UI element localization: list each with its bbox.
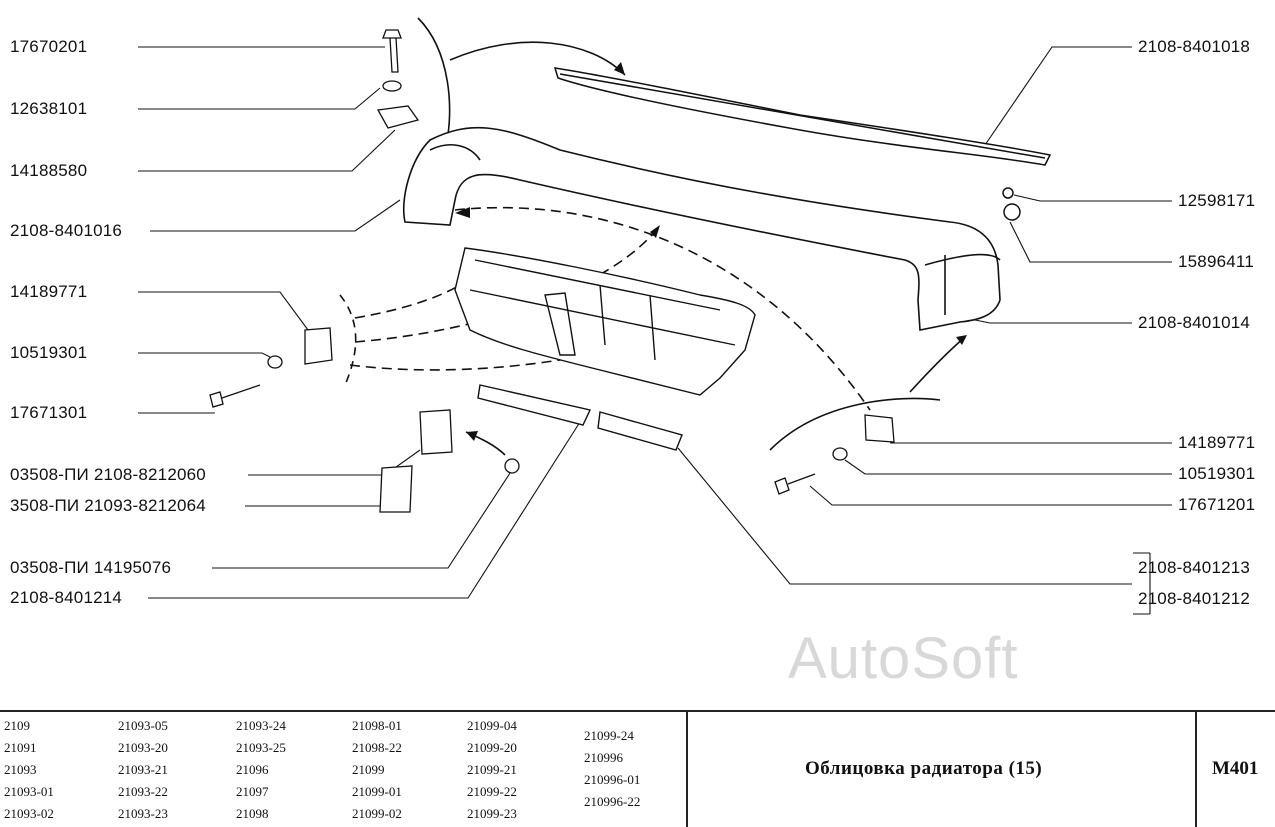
model-item: 21099-02 (352, 806, 402, 821)
model-item: 21099-24 (584, 728, 634, 743)
model-item: 21098-01 (352, 718, 402, 733)
part-label: 12638101 (10, 99, 88, 118)
model-item: 21093-01 (4, 784, 54, 799)
model-item: 210996 (584, 750, 623, 765)
lower-strips (477, 384, 683, 451)
model-item: 210996-01 (584, 772, 641, 787)
model-item: 21097 (236, 784, 269, 799)
model-item: 21099-20 (467, 740, 517, 755)
model-column: 21093-05 21093-20 21093-21 21093-22 2109… (118, 715, 168, 825)
inner-grille (454, 247, 756, 396)
model-item: 21099-22 (467, 784, 517, 799)
part-label: 10519301 (10, 343, 88, 362)
part-label: 2108-8401018 (1138, 37, 1251, 56)
grille-shell (402, 126, 1001, 331)
dashed-arcs (339, 17, 966, 456)
model-item: 21098-22 (352, 740, 402, 755)
model-column: 21099-04 21099-20 21099-21 21099-22 2109… (467, 715, 517, 825)
part-label: 2108-8401214 (10, 588, 123, 607)
model-item: 21093-22 (118, 784, 168, 799)
model-item: 21093-02 (4, 806, 54, 821)
model-item: 21099-23 (467, 806, 517, 821)
model-item: 21093-23 (118, 806, 168, 821)
left-leader-lines (138, 46, 581, 599)
page-title: Облицовка радиатора (15) (805, 758, 1043, 779)
model-item: 21093-24 (236, 718, 286, 733)
right-fasteners (774, 414, 895, 495)
model-item: 21099 (352, 762, 385, 777)
part-label: 03508-ПИ 2108-8212060 (10, 465, 206, 484)
part-label: 17670201 (10, 37, 88, 56)
model-item: 21093-21 (118, 762, 168, 777)
divider (686, 712, 688, 827)
model-item: 21093-20 (118, 740, 168, 755)
exploded-view-drawing (138, 17, 1172, 615)
part-label: 3508-ПИ 21093-8212064 (10, 496, 206, 515)
part-label: 2108-8401212 (1138, 589, 1251, 608)
model-item: 21091 (4, 740, 37, 755)
part-label: 2108-8401016 (10, 221, 123, 240)
model-column: 2109 21091 21093 21093-01 21093-02 (4, 715, 54, 825)
part-label: 14189771 (10, 282, 88, 301)
divider (1195, 712, 1197, 827)
part-label: 03508-ПИ 14195076 (10, 558, 172, 577)
model-item: 21093-05 (118, 718, 168, 733)
part-label: 10519301 (1178, 464, 1256, 483)
model-item: 210996-22 (584, 794, 641, 809)
parts-diagram: 17670201 12638101 14188580 2108-8401016 … (10, 17, 1256, 691)
part-label: 14189771 (1178, 433, 1256, 452)
section-code: M401 (1212, 758, 1259, 779)
model-item: 21093 (4, 762, 37, 777)
model-column: 21098-01 21098-22 21099 21099-01 21099-0… (352, 715, 402, 825)
part-label: 17671201 (1178, 495, 1256, 514)
model-column: 21099-24 210996 210996-01 210996-22 (584, 725, 640, 813)
model-item: 21093-25 (236, 740, 286, 755)
left-fasteners (209, 29, 520, 513)
model-item: 21098 (236, 806, 269, 821)
model-item: 21099-01 (352, 784, 402, 799)
right-leader-lines (677, 46, 1172, 615)
model-item: 21099-04 (467, 718, 517, 733)
model-column: 21093-24 21093-25 21096 21097 21098 (236, 715, 286, 825)
footer-table: 2109 21091 21093 21093-01 21093-02 21093… (0, 710, 1275, 827)
part-label: 2108-8401213 (1138, 558, 1251, 577)
watermark: AutoSoft (788, 626, 1019, 691)
part-label: 12598171 (1178, 191, 1256, 210)
model-item: 21096 (236, 762, 269, 777)
part-label: 2108-8401014 (1138, 313, 1251, 332)
part-label: 14188580 (10, 161, 88, 180)
top-trim-strip (553, 67, 1052, 221)
model-item: 21099-21 (467, 762, 517, 777)
part-label: 15896411 (1178, 252, 1254, 271)
model-item: 2109 (4, 718, 30, 733)
part-label: 17671301 (10, 403, 88, 422)
